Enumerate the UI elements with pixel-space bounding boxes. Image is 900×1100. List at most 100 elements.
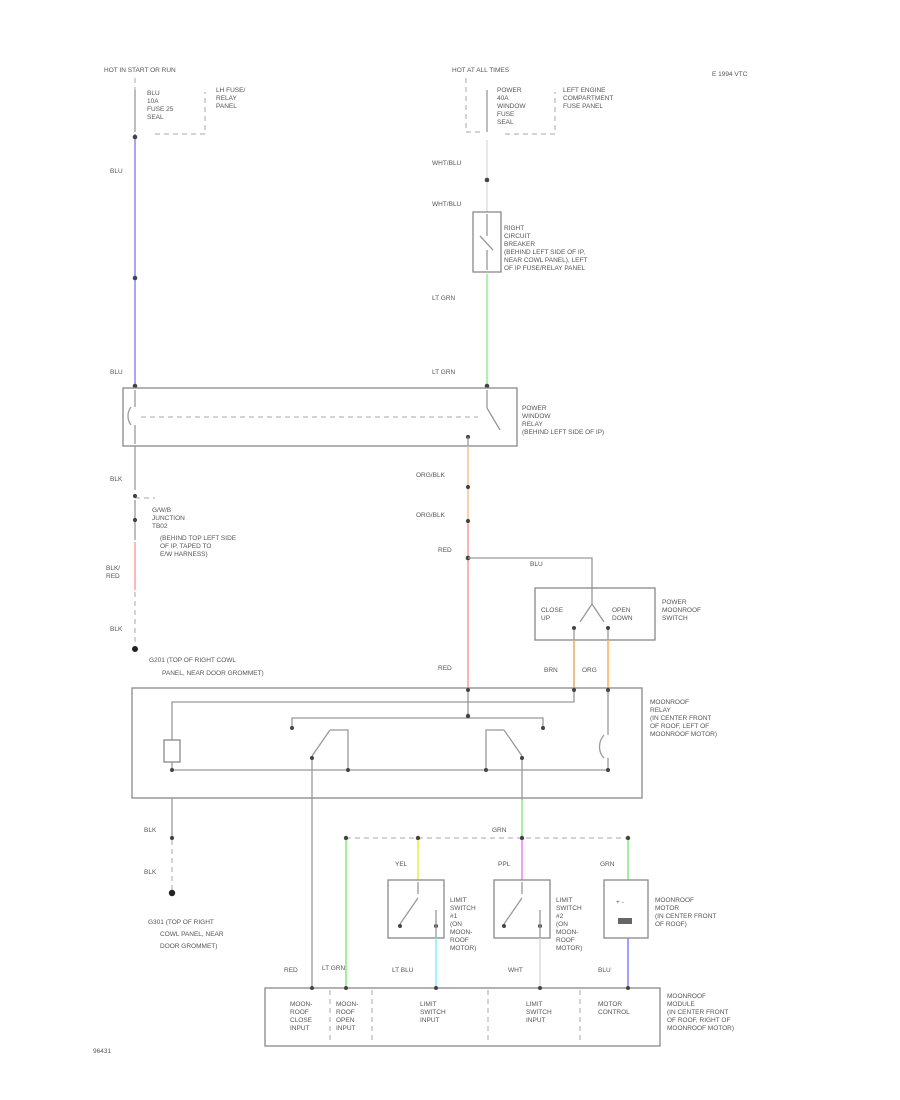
page-code: 96431 bbox=[93, 1048, 111, 1055]
moonroof-relay: MOONROOF RELAY (IN CENTER FRONT OF ROOF,… bbox=[131, 687, 717, 800]
right-fuse-line-4: FUSE bbox=[497, 111, 515, 118]
limit2-out: WHT bbox=[508, 967, 523, 974]
pw-relay-label-2: WINDOW bbox=[522, 413, 551, 420]
limit2-label-2: SWITCH bbox=[556, 905, 582, 912]
cb-label-1: RIGHT bbox=[504, 225, 524, 232]
diagram-id: E 1994 VTC bbox=[712, 71, 748, 78]
limit2-label-1: LIMIT bbox=[556, 897, 573, 904]
pw-relay-label-3: RELAY bbox=[522, 421, 543, 428]
limit1-label-1: LIMIT bbox=[450, 897, 467, 904]
motor-label-3: (IN CENTER FRONT bbox=[655, 913, 716, 920]
module-label-5: MOONROOF MOTOR) bbox=[667, 1025, 734, 1032]
junction-wire-2a: BLK/ bbox=[106, 565, 120, 572]
limit1-label-3: #1 bbox=[450, 913, 458, 920]
cb-bottom-wire-label-2: LT GRN bbox=[432, 369, 456, 376]
left-wire-label-2: BLU bbox=[110, 369, 123, 376]
limit1-label-7: MOTOR) bbox=[450, 945, 476, 952]
g301-wire-2: BLK bbox=[144, 869, 157, 876]
ground-g301: BLK BLK G301 (TOP OF RIGHT COWL PANEL, N… bbox=[144, 798, 224, 950]
relay-out-wire-2: ORG/BLK bbox=[416, 512, 446, 519]
power-window-relay: POWER WINDOW RELAY (BEHIND LEFT SIDE OF … bbox=[122, 387, 604, 447]
ground1-label-1: G201 (TOP OF RIGHT COWL bbox=[149, 657, 236, 664]
junction-wire-1: BLK bbox=[110, 476, 123, 483]
module-cell-2-l1: MOON- bbox=[336, 1001, 358, 1008]
relay-red-wire-2: RED bbox=[438, 665, 452, 672]
ground1-label-2: PANEL, NEAR DOOR GROMMET) bbox=[162, 670, 264, 677]
junction-block: BLK G/W/B JUNCTION TB02 (BEHIND TOP LEFT… bbox=[106, 446, 264, 677]
motor-icon bbox=[618, 918, 632, 924]
g301-label-2: COWL PANEL, NEAR bbox=[160, 931, 224, 938]
right-hot-header: HOT AT ALL TIMES bbox=[452, 67, 510, 74]
module-cell-2-l2: ROOF bbox=[336, 1009, 355, 1016]
limit-switch-1-box bbox=[387, 879, 445, 939]
limit1-wire: YEL bbox=[395, 861, 408, 868]
cb-top-wire-label: WHT/BLU bbox=[432, 160, 462, 167]
right-fuse-line-2: 40A bbox=[497, 95, 509, 102]
switch-open-2: DOWN bbox=[612, 615, 633, 622]
grn-bus-label: GRN bbox=[492, 827, 507, 834]
cb-label-2: CIRCUIT bbox=[504, 233, 530, 240]
g301-label-1: G301 (TOP OF RIGHT bbox=[148, 919, 214, 926]
junction-wire-3: BLK bbox=[110, 626, 123, 633]
limit2-wire: PPL bbox=[498, 861, 511, 868]
right-panel-line-2: COMPARTMENT bbox=[563, 95, 613, 102]
relay-red-wire: RED bbox=[438, 547, 452, 554]
right-power-feed: HOT AT ALL TIMES POWER 40A WINDOW FUSE S… bbox=[432, 67, 613, 212]
left-hot-header: HOT IN START OR RUN bbox=[104, 67, 176, 74]
limit2-label-6: ROOF bbox=[556, 937, 575, 944]
mr-relay-label-1: MOONROOF bbox=[650, 699, 689, 706]
module-cell-1-l1: MOON- bbox=[290, 1001, 312, 1008]
module-red-wire: RED bbox=[284, 967, 298, 974]
limit-switch-section: GRN YEL LIMIT SWITCH #1 (ON MOON- ROOF M… bbox=[284, 800, 716, 988]
switch-out-brn: BRN bbox=[544, 667, 558, 674]
module-label-3: (IN CENTER FRONT bbox=[667, 1009, 728, 1016]
left-fuse-line-1: BLU bbox=[147, 90, 160, 97]
ground-g201-icon bbox=[132, 646, 138, 652]
module-cell-1-l4: INPUT bbox=[290, 1025, 310, 1032]
cb-label-5: NEAR COWL PANEL), LEFT bbox=[504, 257, 587, 264]
moonroof-motor-box bbox=[603, 879, 649, 939]
switch-label-3: SWITCH bbox=[662, 615, 688, 622]
mr-relay-label-4: OF ROOF, LEFT OF bbox=[650, 723, 709, 730]
module-cell-2-l3: OPEN bbox=[336, 1017, 355, 1024]
limit2-label-5: MOON- bbox=[556, 929, 578, 936]
cb-label-4: (BEHIND LEFT SIDE OF IP, bbox=[504, 249, 585, 256]
limit1-label-6: ROOF bbox=[450, 937, 469, 944]
pw-relay-label-4: (BEHIND LEFT SIDE OF IP) bbox=[522, 429, 604, 436]
right-fuse-line-5: SEAL bbox=[497, 119, 514, 126]
switch-close-2: UP bbox=[541, 615, 550, 622]
relay-out-wire-1: ORG/BLK bbox=[416, 472, 446, 479]
limit1-label-4: (ON bbox=[450, 921, 462, 928]
module-cell-3-l1: LIMIT bbox=[420, 1001, 437, 1008]
switch-out-org: ORG bbox=[582, 667, 597, 674]
module-cell-4-l3: INPUT bbox=[526, 1017, 546, 1024]
junction-label-2: JUNCTION bbox=[152, 515, 185, 522]
cb-label-3: BREAKER bbox=[504, 241, 535, 248]
limit1-label-2: SWITCH bbox=[450, 905, 476, 912]
limit2-label-4: (ON bbox=[556, 921, 568, 928]
module-cell-4-l2: SWITCH bbox=[526, 1009, 552, 1016]
limit-switch-2-box bbox=[493, 879, 551, 939]
switch-label-1: POWER bbox=[662, 599, 687, 606]
motor-out: BLU bbox=[598, 967, 611, 974]
module-cell-3-l3: INPUT bbox=[420, 1017, 440, 1024]
module-cell-1-l2: ROOF bbox=[290, 1009, 309, 1016]
module-ltgrn-wire: LT GRN bbox=[322, 965, 346, 972]
right-panel-line-1: LEFT ENGINE bbox=[563, 87, 606, 94]
limit1-out: LT BLU bbox=[392, 967, 414, 974]
mr-relay-label-5: MOONROOF MOTOR) bbox=[650, 731, 717, 738]
left-fuse-line-4: SEAL bbox=[147, 114, 164, 121]
motor-label-1: MOONROOF bbox=[655, 897, 694, 904]
junction-label-6: E/W HARNESS) bbox=[160, 551, 208, 558]
left-fuse-line-2: 10A bbox=[147, 98, 159, 105]
limit2-label-3: #2 bbox=[556, 913, 564, 920]
g301-wire-1: BLK bbox=[144, 827, 157, 834]
left-power-feed: HOT IN START OR RUN BLU 10A FUSE 25 SEAL… bbox=[104, 67, 245, 389]
junction-label-3: TB02 bbox=[152, 523, 168, 530]
left-fuse-line-3: FUSE 25 bbox=[147, 106, 174, 113]
junction-wire-2b: RED bbox=[106, 573, 120, 580]
switch-close-1: CLOSE bbox=[541, 607, 564, 614]
power-moonroof-switch: CLOSE UP OPEN DOWN POWER MOONROOF SWITCH… bbox=[534, 587, 701, 690]
motor-label-4: OF ROOF) bbox=[655, 921, 687, 928]
module-label-1: MOONROOF bbox=[667, 993, 706, 1000]
